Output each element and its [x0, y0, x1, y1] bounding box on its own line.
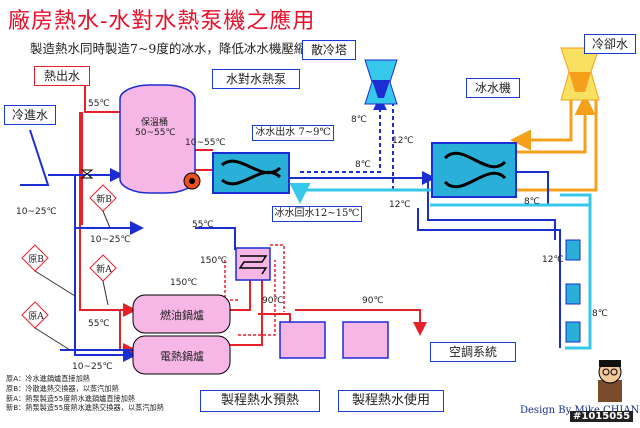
hp-to-cooling-tower	[300, 96, 387, 173]
temp-90-b: 90℃	[362, 296, 384, 306]
cold-in-label: 冷進水	[4, 105, 56, 125]
tag-orig-a: 原A	[28, 312, 44, 322]
pump-icon	[183, 172, 201, 190]
temp-12-ahu: 12℃	[542, 255, 564, 265]
legend-item: 原B：冷散進熱交換器，以蒸汽加熱	[6, 383, 119, 393]
legend-item: 新A：熱泵製造55度熱水進鍋爐直接加熱	[6, 393, 136, 403]
heat-pump-exchanger	[212, 152, 290, 194]
temp-10-25-left: 10~25℃	[16, 207, 57, 217]
aircon-label: 空調系統	[430, 342, 516, 362]
tag-diamonds	[21, 184, 117, 329]
design-credit: Design By Mike CHIANG	[520, 405, 640, 416]
tag-orig-b: 原B	[28, 255, 44, 265]
chiller-label: 冰水機	[466, 78, 520, 98]
temp-150-boiler: 150℃	[170, 278, 198, 288]
chw-out-label: 冰水出水 7~9℃	[252, 125, 334, 141]
temp-90-a: 90℃	[262, 296, 284, 306]
oil-boiler-name: 燃油鍋爐	[160, 309, 204, 322]
storage-tank-name: 保溫桶	[141, 118, 169, 128]
storage-tank-temp: 50~55℃	[135, 128, 176, 138]
cooling-water-loop	[510, 94, 598, 192]
legend: 原A：冷水進鍋爐直接加熱 原B：冷散進熱交換器，以蒸汽加熱 新A：熱泵製造55度…	[6, 374, 164, 413]
temp-12-tower: 12℃	[392, 136, 414, 146]
cooling-tower-yellow-icon	[560, 47, 600, 101]
boilers	[132, 294, 231, 375]
temp-55-top: 55℃	[88, 99, 110, 109]
image-stamp: #1015055	[570, 411, 634, 422]
process-use-label: 製程熱水使用	[338, 390, 444, 412]
electric-boiler-name: 電熱鍋爐	[160, 350, 204, 363]
cooler-tower-label: 冷卻水	[584, 34, 636, 54]
chw-return-label: 冰水回水12~15℃	[272, 206, 362, 222]
chilled-return-lines	[289, 183, 592, 350]
temp-12-return: 12℃	[389, 200, 411, 210]
tag-leaders	[34, 210, 111, 351]
tag-new-a: 新A	[96, 265, 112, 275]
process-tanks	[279, 321, 389, 359]
temp-8-pump: 8℃	[355, 160, 371, 170]
chiller-exchanger	[431, 142, 517, 198]
heat-pump-label: 水對水熱泵	[212, 69, 300, 89]
storage-tank	[119, 84, 196, 194]
cooling-tower-label: 散冷塔	[302, 40, 356, 60]
tag-new-b: 新B	[96, 195, 112, 205]
page-subtitle: 製造熱水同時製造7~9度的冰水，降低冰水機壓縮機負載	[30, 41, 344, 56]
temp-150-hx: 150℃	[200, 256, 228, 266]
temp-8-ahu: 8℃	[592, 309, 608, 319]
temp-10-25-low: 10~25℃	[72, 362, 113, 372]
temp-8-tower: 8℃	[351, 115, 367, 125]
hot-out-label: 熱出水	[34, 66, 90, 86]
valve-icon	[80, 169, 94, 179]
temp-8-chiller: 8℃	[524, 197, 540, 207]
steam-heat-exchanger	[235, 247, 271, 281]
cooling-tower-blue-icon	[364, 59, 398, 105]
ahu-coils	[565, 239, 581, 343]
legend-item: 新B：熱泵製造55度熱水進熱交換器，以蒸汽加熱	[6, 403, 164, 413]
temp-55-low: 55℃	[88, 319, 110, 329]
process-preheat-label: 製程熱水預熱	[200, 390, 320, 412]
engineer-avatar-icon	[598, 360, 622, 402]
temp-55-mid: 55℃	[192, 220, 214, 230]
legend-item: 原A：冷水進鍋爐直接加熱	[6, 374, 90, 383]
page-title: 廠房熱水-水對水熱泵機之應用	[8, 9, 316, 34]
hot-to-oil-boiler	[79, 112, 137, 317]
temp-10-25-mid: 10~25℃	[90, 235, 131, 245]
temp-10-55: 10~55℃	[185, 138, 226, 148]
